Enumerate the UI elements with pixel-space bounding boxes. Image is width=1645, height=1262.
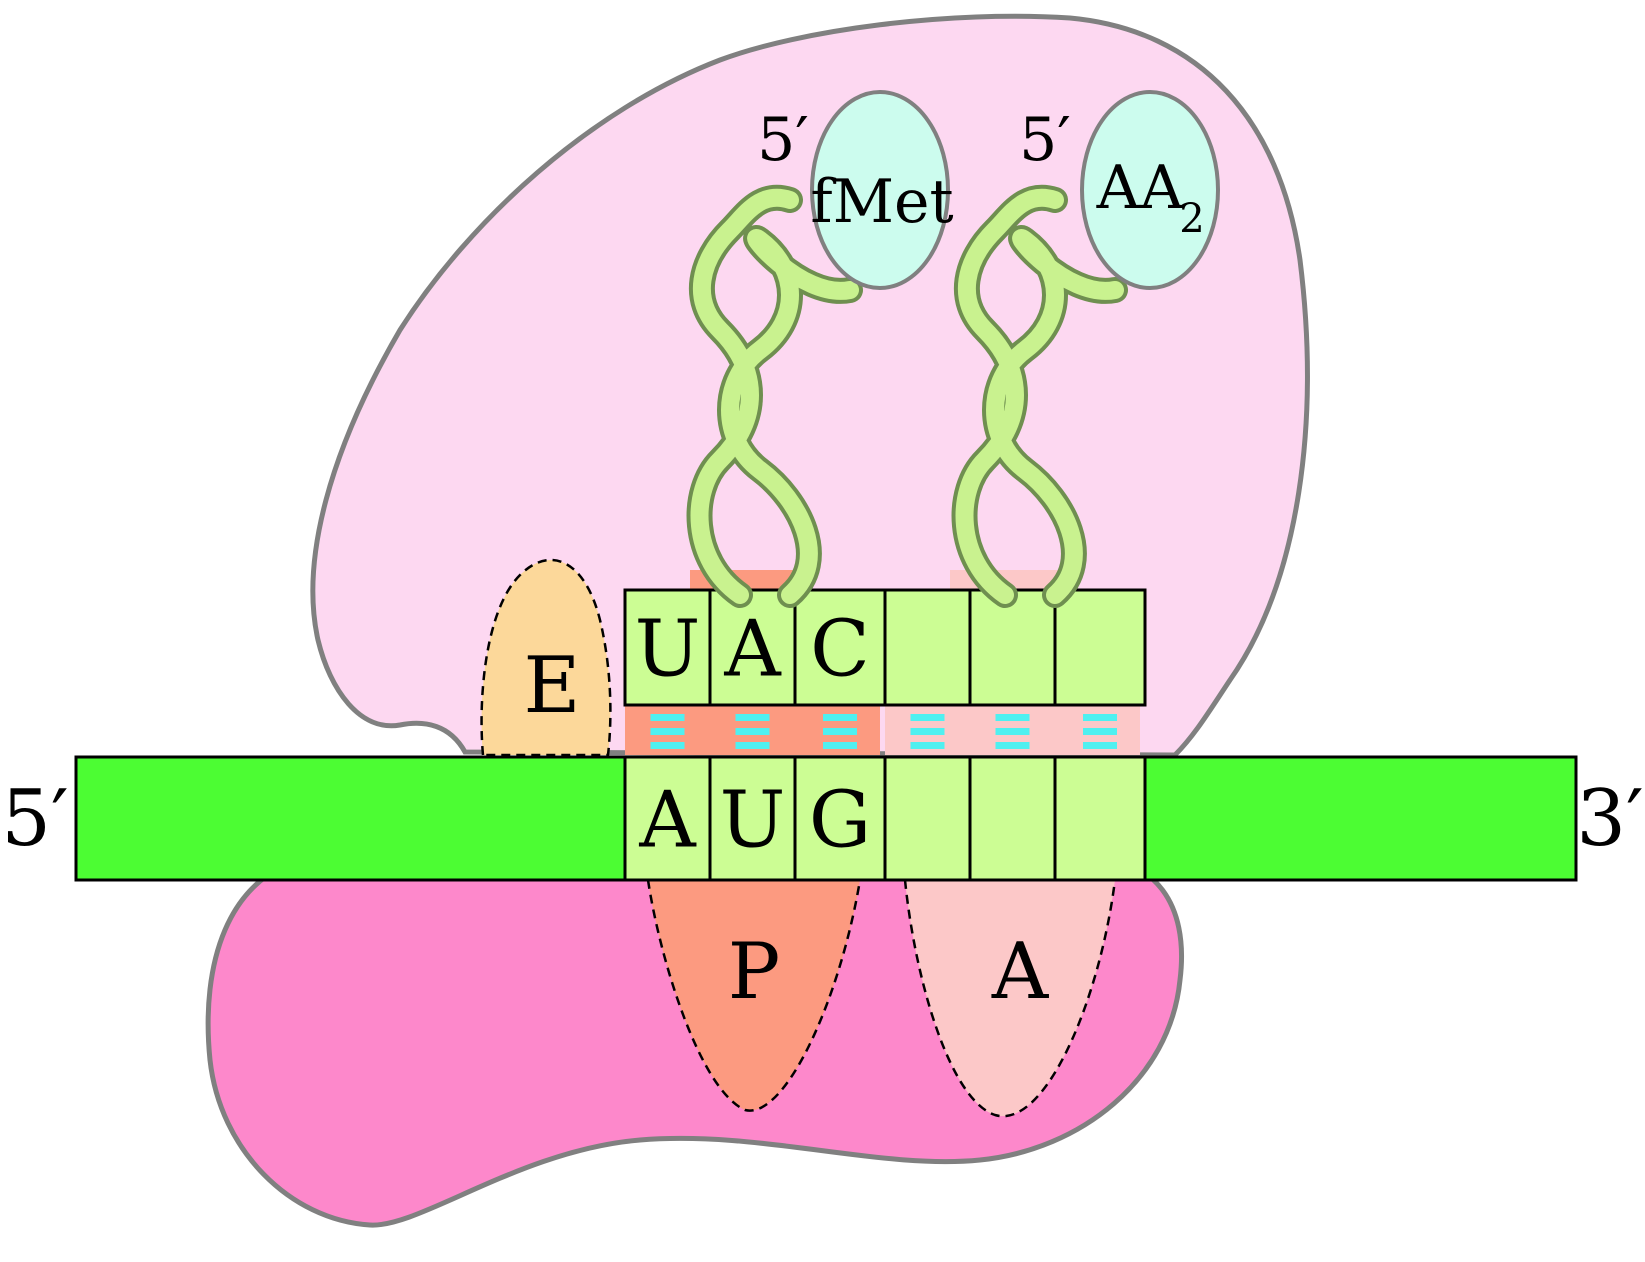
anticodon-letter: A (723, 605, 782, 695)
hydrogen-bond (995, 728, 1030, 735)
amino-acid-fmet-label: fMet (810, 167, 953, 237)
amino-acid-fmet (810, 90, 950, 290)
anticodon-box (623, 588, 712, 707)
codon-box (708, 755, 797, 882)
hydrogen-bond (995, 742, 1030, 749)
site-e (480, 558, 612, 757)
hydrogen-bond (1083, 714, 1117, 721)
mrna-5prime-label: 5′ (1, 774, 68, 864)
hydrogen-bond (650, 728, 685, 735)
codon-box (1053, 755, 1147, 882)
hydrogen-bond (910, 728, 945, 735)
site-a (903, 878, 1117, 1118)
codon-letter: U (720, 776, 786, 866)
anticodon-box (968, 588, 1057, 707)
codon-letter: G (809, 776, 871, 866)
trna-aa2: AA 2 5′ (951, 90, 1220, 608)
hydrogen-bonds (650, 714, 1117, 749)
amino-acid-aa2-label: AA (1096, 153, 1184, 223)
hydrogen-bond (735, 728, 770, 735)
hydrogen-bond (735, 714, 770, 721)
hydrogen-bond (650, 742, 685, 749)
anticodon-box (883, 588, 972, 707)
codon-box (968, 755, 1057, 882)
hydrogen-bond (735, 742, 770, 749)
hydrogen-bond (1083, 742, 1117, 749)
hydrogen-bond (995, 714, 1030, 721)
site-a-label: A (991, 927, 1050, 1017)
mrna-3prime-label: 3′ (1576, 774, 1643, 864)
hydrogen-bond (823, 714, 857, 721)
trna-fmet: fMet 5′ (686, 90, 954, 608)
anticodon-box (1053, 588, 1147, 707)
hydrogen-bond (823, 728, 857, 735)
codon-box (623, 755, 712, 882)
anticodon-box (708, 588, 797, 707)
codon-box (793, 755, 887, 882)
hydrogen-bond (910, 714, 945, 721)
codon-box (883, 755, 972, 882)
amino-acid-aa2-subscript: 2 (1179, 196, 1204, 242)
trna-aa2-strand-inner (955, 188, 1124, 604)
site-p (646, 878, 862, 1112)
trna-fmet-5prime-label: 5′ (757, 105, 809, 175)
anticodon-letter: U (635, 605, 701, 695)
anticodon-letter: C (810, 605, 870, 695)
hydrogen-bond (1083, 728, 1117, 735)
site-e-label: E (524, 641, 581, 731)
amino-acid-aa2 (1080, 90, 1220, 290)
hydrogen-bond (910, 742, 945, 749)
trna-aa2-5prime-label: 5′ (1019, 105, 1071, 175)
codon-letter: A (638, 776, 697, 866)
hydrogen-bond (650, 714, 685, 721)
site-p-label: P (728, 927, 780, 1017)
hydrogen-bond (823, 742, 857, 749)
trna-fmet-strand-inner (690, 188, 859, 604)
